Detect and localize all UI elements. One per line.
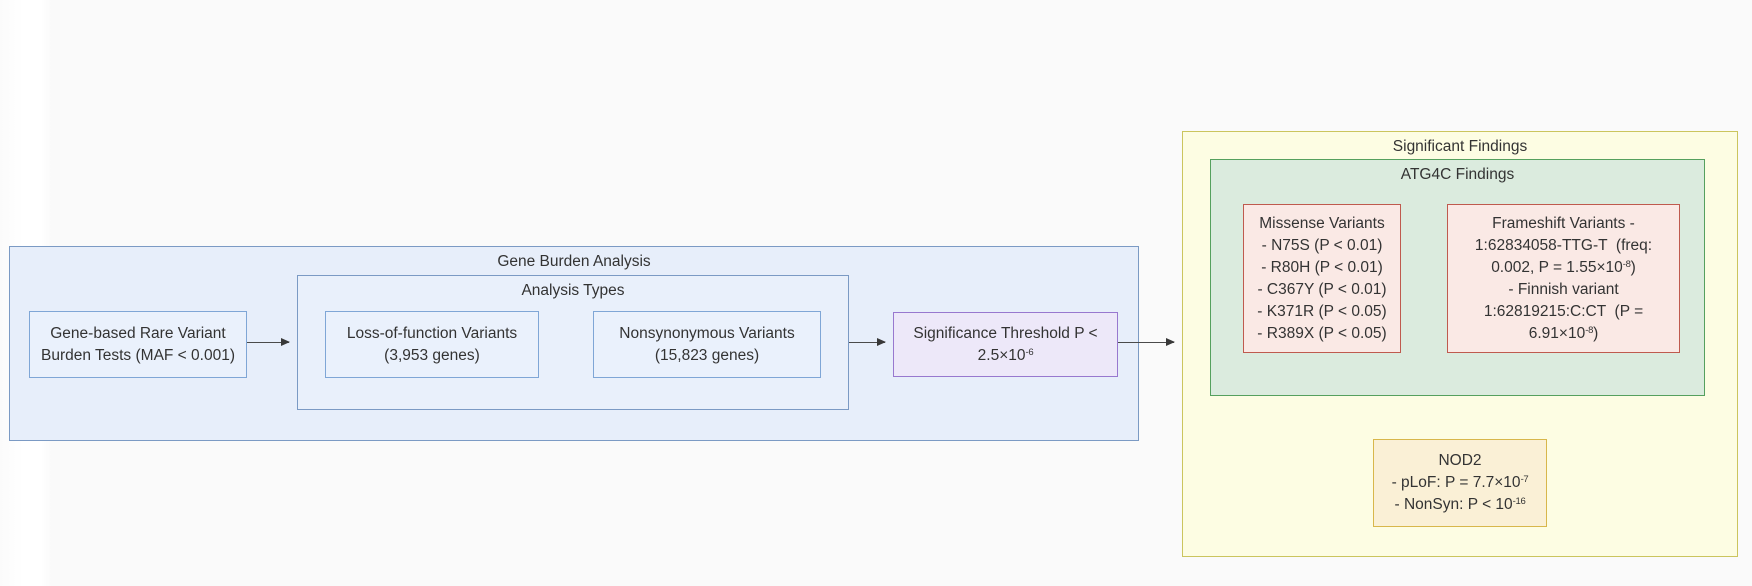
subgraph-atg4c-findings: ATG4C Findings Missense Variants- N75S (…	[1210, 159, 1705, 396]
arrowhead-icon	[877, 338, 886, 346]
subgraph-gene-burden-analysis: Gene Burden Analysis Gene-based Rare Var…	[9, 246, 1139, 441]
arrow-significance-to-findings	[1118, 338, 1175, 346]
node-loss-of-function-variants: Loss-of-function Variants(3,953 genes)	[325, 311, 539, 378]
subgraph-analysis-types: Analysis Types Loss-of-function Variants…	[297, 275, 849, 410]
arrowhead-icon	[1166, 338, 1175, 346]
node-nod2: NOD2- pLoF: P = 7.7×10-7- NonSyn: P < 10…	[1373, 439, 1547, 527]
subgraph-significant-findings: Significant Findings ATG4C Findings Miss…	[1182, 131, 1738, 557]
arrowhead-icon	[281, 338, 290, 346]
analysis-types-title: Analysis Types	[521, 282, 625, 299]
gene-burden-analysis-title: Gene Burden Analysis	[497, 253, 651, 270]
atg4c-findings-title: ATG4C Findings	[1400, 166, 1515, 183]
arrow-analysis-types-to-significance	[849, 338, 886, 346]
node-nonsynonymous-variants: Nonsynonymous Variants(15,823 genes)	[593, 311, 821, 378]
significant-findings-title: Significant Findings	[1392, 138, 1528, 155]
arrow-gene-based-to-analysis-types	[247, 338, 290, 346]
node-missense-variants: Missense Variants- N75S (P < 0.01)- R80H…	[1243, 204, 1401, 353]
node-significance-threshold: Significance Threshold P <2.5×10-6	[893, 312, 1118, 377]
node-frameshift-variants: Frameshift Variants -1:62834058-TTG-T (f…	[1447, 204, 1680, 353]
